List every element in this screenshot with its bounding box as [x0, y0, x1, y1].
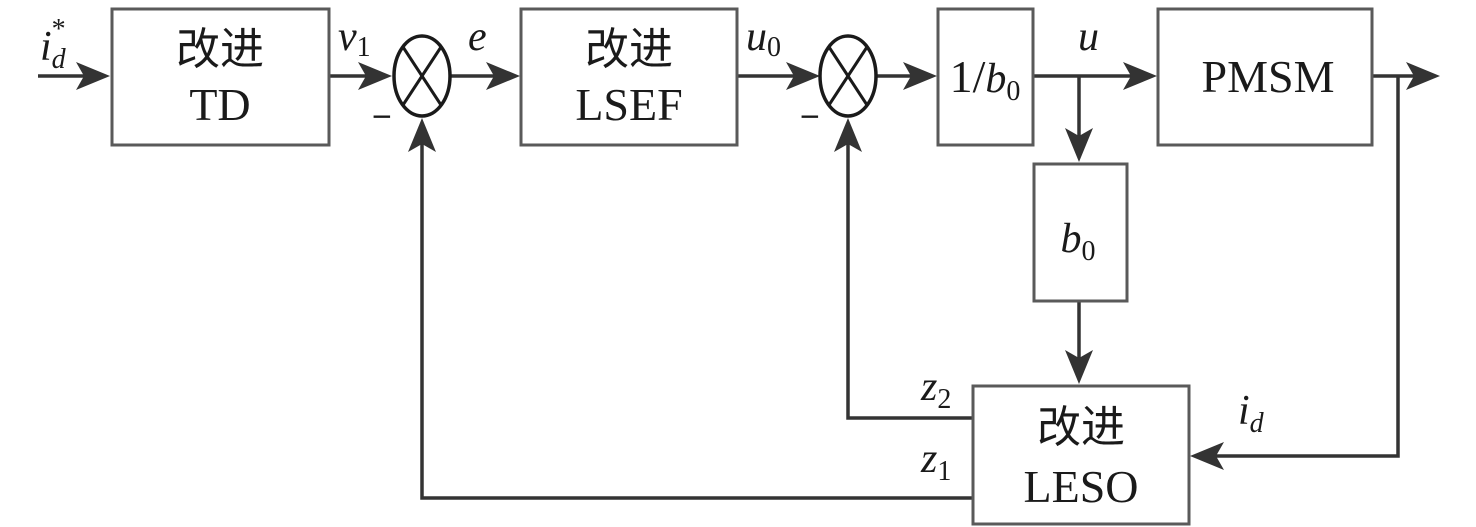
- signal-label-u: u: [1078, 14, 1099, 60]
- block-inverse-b0: 1/b0: [936, 7, 1035, 147]
- summing-junction-1: [392, 34, 452, 118]
- inverse-b0-label: 1/b0: [950, 51, 1021, 107]
- block-pmsm: PMSM: [1156, 7, 1374, 147]
- arrow-td-to-sum1: [358, 62, 392, 90]
- arrow-sum1-to-lsef: [486, 62, 520, 90]
- arrow-u-to-b0: [1065, 128, 1093, 162]
- signal-label-id: id: [1238, 388, 1265, 439]
- signal-label-id-ref: id*: [40, 14, 67, 75]
- block-b0: b0: [1032, 162, 1129, 303]
- td-label-cn: 改进: [176, 24, 264, 75]
- arrow-invb0-to-pmsm: [1123, 62, 1157, 90]
- arrow-z1-to-sum1: [408, 118, 436, 152]
- arrow-z2-to-sum2: [834, 118, 862, 152]
- lsef-label-en: LSEF: [575, 79, 682, 130]
- arrow-b0-to-leso: [1065, 350, 1093, 384]
- block-improved-td: 改进 TD: [110, 7, 331, 147]
- signal-label-z1: z1: [920, 436, 951, 487]
- block-improved-lsef: 改进 LSEF: [519, 7, 739, 147]
- arrow-id-to-leso: [1190, 442, 1224, 470]
- sum1-minus-sign: −: [372, 98, 392, 136]
- arrow-pmsm-output: [1406, 62, 1440, 90]
- signal-label-e: e: [468, 14, 487, 60]
- wire-id-feedback: [1200, 76, 1400, 458]
- block-improved-leso: 改进 LESO: [971, 384, 1191, 526]
- wire-z1-feedback: [420, 142, 972, 500]
- leso-label-en: LESO: [1024, 461, 1139, 512]
- signal-label-z2: z2: [920, 364, 951, 415]
- pmsm-label: PMSM: [1202, 51, 1335, 102]
- arrow-lsef-to-sum2: [786, 62, 820, 90]
- lsef-label-cn: 改进: [585, 24, 673, 75]
- arrow-idref-to-td: [76, 62, 110, 90]
- arrow-sum2-to-invb0: [903, 62, 937, 90]
- b0-label: b0: [1061, 216, 1096, 267]
- leso-label-cn: 改进: [1037, 402, 1125, 453]
- wire-z2-feedback: [846, 142, 972, 420]
- signal-label-u0: u0: [746, 14, 781, 63]
- sum2-minus-sign: −: [800, 98, 820, 136]
- td-label-en: TD: [189, 79, 250, 130]
- summing-junction-2: [818, 34, 878, 118]
- signal-label-v1: v1: [338, 14, 371, 63]
